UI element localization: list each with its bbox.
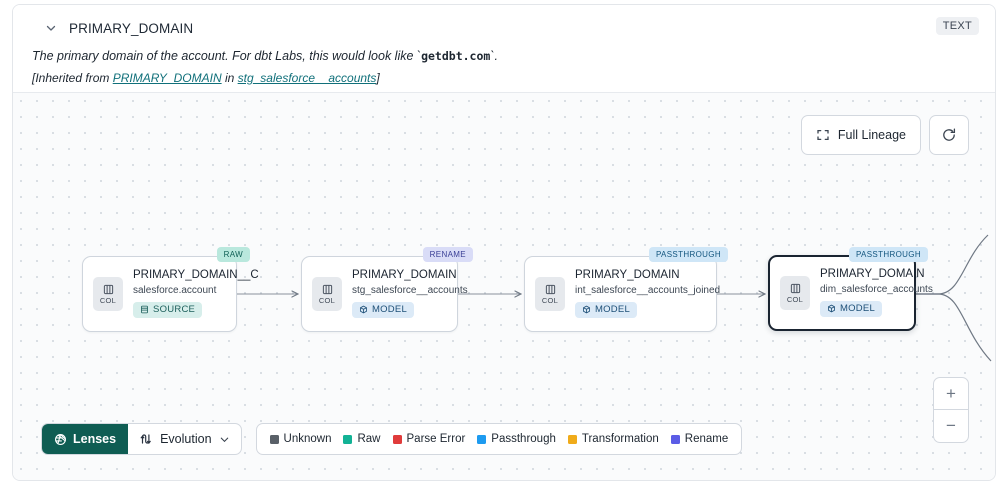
legend-label: Passthrough	[491, 433, 556, 445]
lineage-legend: Unknown Raw Parse Error Passthrough Tran…	[255, 423, 743, 455]
columns-icon: COL	[93, 277, 123, 311]
chevron-down-icon[interactable]	[43, 20, 59, 36]
evolution-dropdown[interactable]: Evolution	[128, 424, 240, 454]
lenses-label: Lenses	[73, 432, 117, 446]
inherit-suffix: ]	[376, 71, 380, 85]
full-lineage-button[interactable]: Full Lineage	[800, 115, 921, 155]
legend-item: Raw	[343, 433, 381, 445]
node-title: PRIMARY_DOMAIN	[820, 267, 925, 280]
node-type-pill: SOURCE	[133, 301, 203, 318]
col-chip-label: COL	[541, 295, 559, 305]
zoom-out-button[interactable]: −	[946, 416, 956, 435]
zoom-controls: + −	[933, 377, 969, 443]
chevron-down-icon	[219, 434, 230, 445]
cube-icon	[582, 305, 591, 314]
legend-swatch	[269, 434, 279, 444]
node-tag: PASSTHROUGH	[848, 247, 928, 262]
pill-label: MODEL	[595, 304, 631, 316]
legend-swatch	[477, 434, 487, 444]
legend-label: Parse Error	[406, 433, 466, 445]
inherited-model-link[interactable]: stg_salesforce__accounts	[237, 71, 377, 85]
legend-item: Rename	[670, 433, 729, 445]
node-tag: RAW	[216, 247, 250, 262]
inherit-mid: in	[221, 71, 238, 85]
inherited-column-link[interactable]: PRIMARY_DOMAIN	[112, 71, 222, 85]
node-title: PRIMARY_DOMAIN	[352, 268, 457, 281]
refresh-icon	[941, 127, 957, 143]
node-type-pill: MODEL	[575, 301, 638, 318]
pill-label: SOURCE	[153, 304, 196, 316]
panel-header: PRIMARY_DOMAIN TEXT The primary domain o…	[13, 5, 995, 92]
canvas-controls: Full Lineage	[800, 115, 969, 155]
cube-icon	[359, 305, 368, 314]
legend-item: Passthrough	[477, 433, 556, 445]
inherited-from-line: [Inherited from PRIMARY_DOMAIN in stg_sa…	[32, 71, 979, 85]
lineage-node[interactable]: PASSTHROUGH COL PRIMARY_DOMAIN int_sales…	[524, 247, 728, 332]
columns-icon: COL	[312, 277, 342, 311]
legend-swatch	[670, 434, 680, 444]
legend-label: Rename	[684, 433, 729, 445]
columns-icon: COL	[780, 276, 810, 310]
lineage-canvas[interactable]: RAW COL PRIMARY_DOMAIN__C salesforce.acc…	[13, 92, 995, 480]
zoom-in-button[interactable]: +	[934, 378, 968, 410]
evolution-label: Evolution	[160, 432, 212, 446]
legend-swatch	[343, 434, 353, 444]
col-chip-label: COL	[318, 295, 336, 305]
node-subtitle: dim_salesforce_accounts	[820, 283, 933, 295]
inherit-prefix: [Inherited from	[32, 71, 113, 85]
description-code: getdbt.com	[421, 49, 491, 63]
lineage-node[interactable]: RENAME COL PRIMARY_DOMAIN stg_salesforce…	[301, 247, 473, 332]
cube-icon	[827, 304, 836, 313]
full-lineage-label: Full Lineage	[837, 128, 906, 142]
legend-label: Transformation	[581, 433, 659, 445]
flow-arrows-icon	[139, 432, 153, 446]
node-title: PRIMARY_DOMAIN	[575, 268, 680, 281]
lenses-button[interactable]: Lenses	[42, 424, 129, 454]
lens-aperture-icon	[54, 433, 67, 446]
description-text: The primary domain of the account. For d…	[32, 49, 422, 63]
lineage-node-selected[interactable]: PASSTHROUGH COL PRIMARY_DOMAIN dim_sales…	[768, 247, 933, 331]
pill-label: MODEL	[840, 303, 876, 315]
node-subtitle: salesforce.account	[133, 284, 217, 296]
legend-swatch	[392, 434, 402, 444]
database-icon	[140, 305, 149, 314]
refresh-button[interactable]	[929, 115, 969, 155]
columns-icon: COL	[535, 277, 565, 311]
legend-label: Unknown	[283, 433, 332, 445]
page-title: PRIMARY_DOMAIN	[69, 20, 194, 36]
lenses-segmented-control: Lenses Evolution	[41, 423, 242, 455]
expand-corners-icon	[816, 128, 830, 142]
canvas-bottom-bar: Lenses Evolution	[41, 423, 743, 455]
legend-swatch	[567, 434, 577, 444]
col-chip-label: COL	[786, 294, 804, 304]
node-type-pill: MODEL	[352, 301, 415, 318]
legend-label: Raw	[357, 433, 381, 445]
node-subtitle: int_salesforce__accounts_joined	[575, 284, 721, 296]
node-type-pill: MODEL	[820, 300, 883, 317]
lineage-node[interactable]: RAW COL PRIMARY_DOMAIN__C salesforce.acc…	[82, 247, 259, 332]
node-tag: RENAME	[422, 247, 473, 262]
legend-item: Unknown	[269, 433, 332, 445]
description-suffix: `.	[490, 49, 498, 63]
column-type-badge: TEXT	[935, 17, 979, 35]
legend-item: Transformation	[567, 433, 659, 445]
legend-item: Parse Error	[392, 433, 466, 445]
node-subtitle: stg_salesforce__accounts	[352, 284, 468, 296]
column-lineage-panel: PRIMARY_DOMAIN TEXT The primary domain o…	[12, 4, 996, 481]
col-chip-label: COL	[99, 295, 117, 305]
pill-label: MODEL	[372, 304, 408, 316]
node-tag: PASSTHROUGH	[648, 247, 728, 262]
column-description: The primary domain of the account. For d…	[32, 49, 979, 63]
node-title: PRIMARY_DOMAIN__C	[133, 268, 259, 281]
